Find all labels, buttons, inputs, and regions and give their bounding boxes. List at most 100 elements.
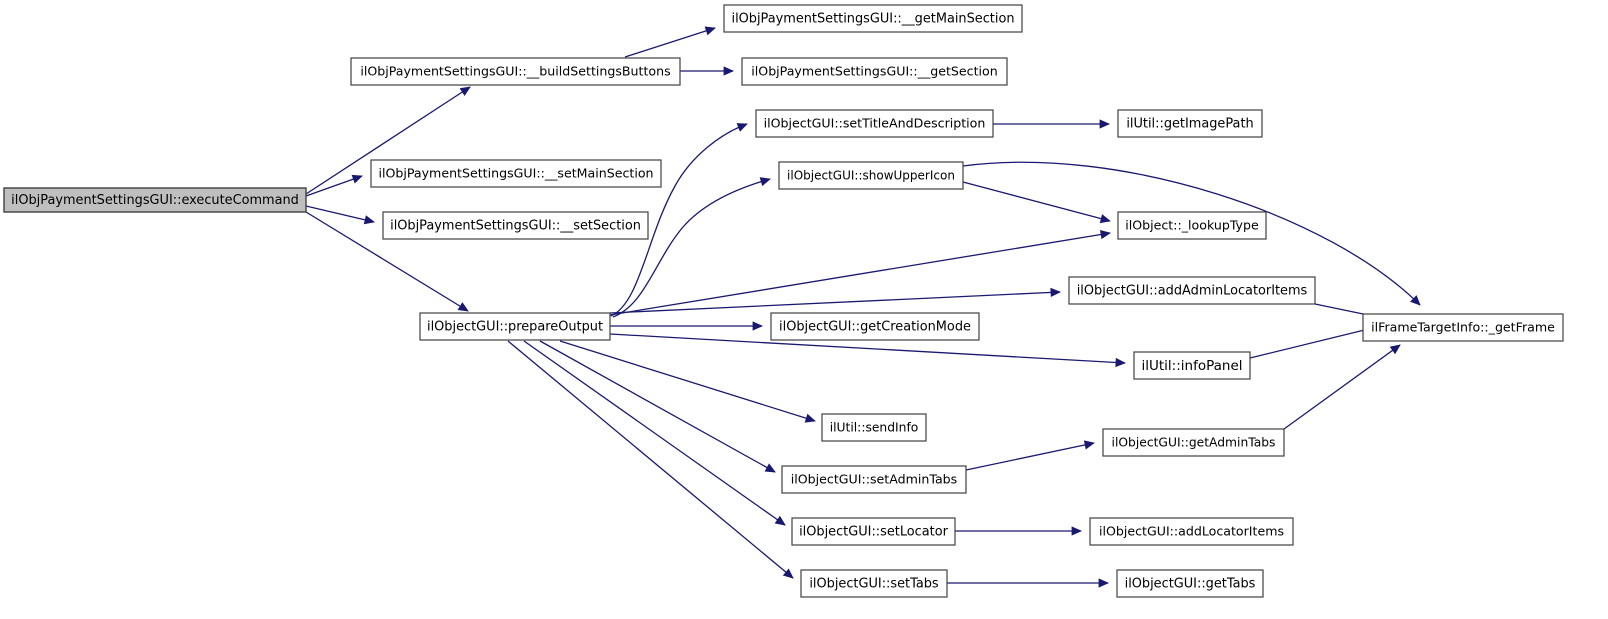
node-prepareOutput[interactable]: ilObjectGUI::prepareOutput bbox=[419, 312, 611, 341]
edge-arrowhead bbox=[1071, 526, 1082, 536]
node-box[interactable] bbox=[800, 569, 948, 598]
node-setAdminTabs[interactable]: ilObjectGUI::setAdminTabs bbox=[781, 465, 967, 494]
edge-arrowhead bbox=[782, 568, 794, 579]
node-label: ilObject::_lookupType bbox=[1125, 218, 1259, 233]
edge-arrowhead bbox=[764, 463, 776, 473]
edge-line bbox=[962, 181, 1111, 222]
node-label: ilFrameTargetInfo::_getFrame bbox=[1371, 320, 1555, 335]
edge-prepareOutput-to-addAdminLocatorItems bbox=[609, 287, 1061, 314]
node-label: ilObjectGUI::getCreationMode bbox=[779, 320, 971, 335]
node-setMainSection[interactable]: ilObjPaymentSettingsGUI::__setMainSectio… bbox=[370, 159, 662, 188]
edge-arrowhead bbox=[804, 413, 816, 423]
node-box[interactable] bbox=[1116, 569, 1264, 598]
node-lookupType[interactable]: ilObject::_lookupType bbox=[1117, 211, 1267, 240]
edge-line bbox=[610, 123, 748, 317]
edge-prepareOutput-to-setAdminTabs bbox=[539, 340, 776, 473]
node-box[interactable] bbox=[781, 465, 967, 494]
node-setSection[interactable]: ilObjPaymentSettingsGUI::__setSection bbox=[382, 211, 649, 240]
edge-executeCommand-to-buildSettingsButtons bbox=[305, 86, 471, 195]
node-box[interactable] bbox=[419, 312, 611, 341]
edge-line bbox=[539, 340, 776, 473]
edge-arrowhead bbox=[704, 26, 716, 36]
edge-showUpperIcon-to-getFrame bbox=[962, 161, 1421, 306]
edge-setTabs-to-getTabs bbox=[947, 578, 1109, 588]
node-box[interactable] bbox=[1133, 351, 1251, 380]
edge-prepareOutput-to-infoPanel bbox=[609, 333, 1126, 368]
edge-buildSettingsButtons-to-getMainSection bbox=[624, 26, 716, 58]
node-label: ilUtil::infoPanel bbox=[1141, 358, 1242, 374]
edge-setAdminTabs-to-getAdminTabs bbox=[965, 440, 1095, 471]
node-box[interactable] bbox=[1117, 109, 1263, 138]
node-getCreationMode[interactable]: ilObjectGUI::getCreationMode bbox=[770, 312, 980, 341]
node-setLocator[interactable]: ilObjectGUI::setLocator bbox=[791, 517, 956, 546]
edge-arrowhead bbox=[1410, 295, 1421, 306]
node-label: ilUtil::getImagePath bbox=[1126, 117, 1253, 132]
node-executeCommand[interactable]: ilObjPaymentSettingsGUI::executeCommand bbox=[3, 187, 307, 213]
edge-line bbox=[612, 178, 771, 318]
node-getFrame[interactable]: ilFrameTargetInfo::_getFrame bbox=[1362, 313, 1564, 342]
node-box[interactable] bbox=[382, 211, 649, 240]
node-infoPanel[interactable]: ilUtil::infoPanel bbox=[1133, 351, 1251, 380]
node-label: ilObjPaymentSettingsGUI::__buildSettings… bbox=[360, 64, 670, 79]
node-box[interactable] bbox=[1089, 517, 1294, 546]
edge-arrowhead bbox=[736, 123, 748, 132]
edge-arrowhead bbox=[363, 215, 375, 225]
edge-line bbox=[1283, 344, 1401, 430]
node-setTabs[interactable]: ilObjectGUI::setTabs bbox=[800, 569, 948, 598]
node-box[interactable] bbox=[778, 161, 964, 190]
node-box[interactable] bbox=[791, 517, 956, 546]
node-label: ilObjectGUI::getAdminTabs bbox=[1112, 436, 1276, 450]
node-label: ilObjectGUI::setLocator bbox=[799, 525, 949, 540]
node-box[interactable] bbox=[723, 4, 1023, 33]
node-box[interactable] bbox=[770, 312, 980, 341]
node-addAdminLocatorItems[interactable]: ilObjectGUI::addAdminLocatorItems bbox=[1068, 276, 1316, 305]
edge-line bbox=[305, 175, 363, 197]
edge-line bbox=[609, 291, 1061, 314]
edge-arrowhead bbox=[1083, 440, 1095, 450]
edge-arrowhead bbox=[459, 86, 471, 97]
node-box[interactable] bbox=[821, 413, 927, 442]
node-box[interactable] bbox=[1362, 313, 1564, 342]
edge-line bbox=[305, 86, 471, 195]
edge-arrowhead bbox=[752, 321, 763, 331]
edge-arrowhead bbox=[1050, 287, 1061, 298]
node-label: ilObjectGUI::showUpperIcon bbox=[787, 169, 955, 183]
node-showUpperIcon[interactable]: ilObjectGUI::showUpperIcon bbox=[778, 161, 964, 190]
node-getTabs[interactable]: ilObjectGUI::getTabs bbox=[1116, 569, 1264, 598]
node-label: ilObjPaymentSettingsGUI::__getSection bbox=[751, 64, 997, 79]
node-box[interactable] bbox=[755, 109, 994, 138]
edge-arrowhead bbox=[1100, 229, 1111, 240]
node-box[interactable] bbox=[370, 159, 662, 188]
node-addLocatorItems[interactable]: ilObjectGUI::addLocatorItems bbox=[1089, 517, 1294, 546]
node-buildSettingsButtons[interactable]: ilObjPaymentSettingsGUI::__buildSettings… bbox=[350, 57, 681, 86]
edge-arrowhead bbox=[457, 302, 469, 312]
edge-line bbox=[962, 161, 1421, 306]
node-box[interactable] bbox=[1117, 211, 1267, 240]
edge-line bbox=[609, 232, 1111, 316]
node-label: ilObjPaymentSettingsGUI::__getMainSectio… bbox=[731, 12, 1014, 27]
edge-arrowhead bbox=[1098, 578, 1109, 588]
edge-prepareOutput-to-setTabs bbox=[507, 340, 794, 579]
node-label: ilObjPaymentSettingsGUI::__setMainSectio… bbox=[378, 166, 653, 181]
node-box[interactable] bbox=[350, 57, 681, 86]
node-getImagePath[interactable]: ilUtil::getImagePath bbox=[1117, 109, 1263, 138]
node-label: ilObjectGUI::setAdminTabs bbox=[791, 472, 957, 487]
node-setTitleAndDescription[interactable]: ilObjectGUI::setTitleAndDescription bbox=[755, 109, 994, 138]
node-sendInfo[interactable]: ilUtil::sendInfo bbox=[821, 413, 927, 442]
node-label: ilObjectGUI::addAdminLocatorItems bbox=[1077, 284, 1308, 299]
edge-arrowhead bbox=[774, 515, 786, 526]
edge-showUpperIcon-to-lookupType bbox=[962, 181, 1111, 224]
edge-arrowhead bbox=[759, 177, 771, 187]
node-box[interactable] bbox=[1068, 276, 1316, 305]
nodes-layer: ilObjPaymentSettingsGUI::executeCommandi… bbox=[3, 4, 1564, 598]
edge-buildSettingsButtons-to-getSection bbox=[680, 66, 734, 76]
node-box[interactable] bbox=[1102, 428, 1285, 457]
node-box[interactable] bbox=[3, 187, 307, 213]
node-box[interactable] bbox=[741, 57, 1008, 86]
node-getSection[interactable]: ilObjPaymentSettingsGUI::__getSection bbox=[741, 57, 1008, 86]
edge-setLocator-to-addLocatorItems bbox=[955, 526, 1082, 536]
edge-line bbox=[609, 333, 1126, 364]
node-getAdminTabs[interactable]: ilObjectGUI::getAdminTabs bbox=[1102, 428, 1285, 457]
node-getMainSection[interactable]: ilObjPaymentSettingsGUI::__getMainSectio… bbox=[723, 4, 1023, 33]
